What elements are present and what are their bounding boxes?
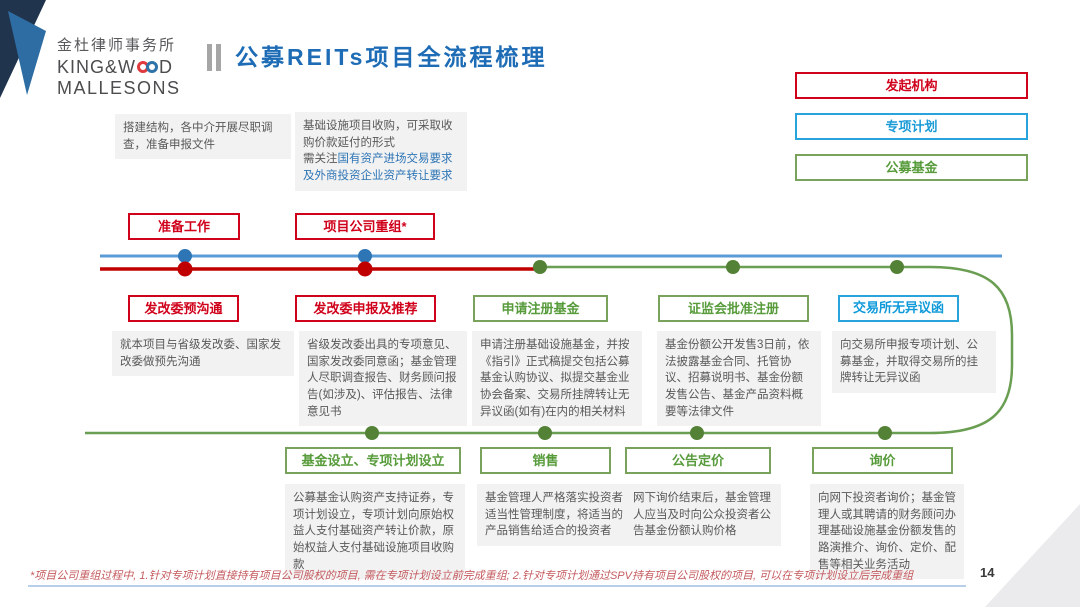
note-sales: 基金管理人严格落实投资者适当性管理制度，将适当的产品销售给适合的投资者 <box>477 484 631 547</box>
stage-price-announcement: 公告定价 <box>625 447 771 474</box>
note-restructuring: 基础设施项目收购，可采取收购价款延付的形式 需关注国有资产进场交易要求及外商投资… <box>295 112 467 191</box>
blue-milestone-dot <box>358 249 372 263</box>
legend-item-public-fund: 公募基金 <box>795 154 1028 181</box>
logo-blue-ring-icon <box>146 61 159 74</box>
note-fund-registration-application: 申请注册基础设施基金，并按《指引》正式稿提交包括公募基金认购协议、拟提交基金业协… <box>472 331 642 427</box>
blue-triangle-shape <box>8 11 46 95</box>
brand-name-chinese: 金杜律师事务所 <box>57 37 177 54</box>
page-title-block: 公募REITs项目全流程梳理 <box>207 44 547 71</box>
brand-name-english-line2: MALLESONS <box>57 78 181 99</box>
green-milestone-dot <box>690 426 704 440</box>
stage-sales: 销售 <box>480 447 611 474</box>
footnote: *项目公司重组过程中, 1.针对专项计划直接持有项目公司股权的项目, 需在专项计… <box>30 570 914 582</box>
note-price-announcement: 网下询价结束后，基金管理人应当及时向公众投资者公告基金份额认购价格 <box>625 484 781 547</box>
green-milestone-dot <box>365 426 379 440</box>
red-milestone-dot <box>177 261 193 277</box>
brand-name-en-part2: D <box>159 56 174 77</box>
brand-logo: 金杜律师事务所 KING&W D MALLESONS <box>57 37 181 99</box>
title-accent-bar-icon <box>216 44 221 71</box>
note-fund-and-plan-establishment: 公募基金认购资产支持证券，专项计划设立，专项计划向原始权益人支付基础资产转让价款… <box>285 484 465 580</box>
note-inquiry: 向网下投资者询价；基金管理人或其聘请的财务顾问办理基础设施基金份额发售的路演推介… <box>810 484 964 580</box>
note-preparation: 搭建结构，各中介开展尽职调查，准备申报文件 <box>115 114 291 160</box>
note-ndrc-precommunication: 就本项目与省级发改委、国家发改委做预先沟通 <box>112 331 294 377</box>
green-milestone-dot <box>890 260 904 274</box>
stage-ndrc-precommunication: 发改委预沟通 <box>128 295 239 322</box>
legend-item-sponsor: 发起机构 <box>795 72 1028 99</box>
note-restructuring-highlight: 国有资产进场交易要求及外商投资企业资产转让要求 <box>303 153 453 183</box>
note-restructuring-line2: 需关注 <box>303 153 338 166</box>
stage-csrc-approval: 证监会批准注册 <box>658 295 809 322</box>
stage-ndrc-filing: 发改委申报及推荐 <box>295 295 436 322</box>
stage-fund-and-plan-establishment: 基金设立、专项计划设立 <box>285 447 461 474</box>
brand-name-en-part1: KING&W <box>57 56 137 77</box>
stage-preparation: 准备工作 <box>128 213 240 240</box>
note-csrc-approval: 基金份额公开发售3日前，依法披露基金合同、托管协议、招募说明书、基金份额发售公告… <box>657 331 821 427</box>
page-number: 14 <box>980 565 995 580</box>
green-milestone-dot <box>533 260 547 274</box>
gray-triangle-shape <box>985 504 1080 607</box>
legend: 发起机构 专项计划 公募基金 <box>795 72 1028 195</box>
stage-inquiry: 询价 <box>812 447 953 474</box>
brand-name-english: KING&W D <box>57 56 181 78</box>
stage-fund-registration-application: 申请注册基金 <box>473 295 608 322</box>
green-milestone-dot <box>538 426 552 440</box>
legend-item-special-plan: 专项计划 <box>795 113 1028 140</box>
green-milestone-dot <box>878 426 892 440</box>
note-ndrc-filing: 省级发改委出具的专项意见、国家发改委同意函；基金管理人尽职调查报告、财务顾问报告… <box>299 331 467 427</box>
green-milestone-dot <box>726 260 740 274</box>
footer-divider <box>28 585 966 587</box>
title-accent-bar-icon <box>207 44 212 71</box>
navy-triangle-shape <box>0 0 46 98</box>
page-title: 公募REITs项目全流程梳理 <box>235 44 548 70</box>
stage-company-restructuring: 项目公司重组* <box>295 213 435 240</box>
red-milestone-dot <box>357 261 373 277</box>
note-restructuring-line1: 基础设施项目收购，可采取收购价款延付的形式 <box>303 120 453 149</box>
stage-exchange-no-objection: 交易所无异议函 <box>838 295 959 322</box>
blue-milestone-dot <box>178 249 192 263</box>
note-exchange-no-objection: 向交易所申报专项计划、公募基金，并取得交易所的挂牌转让无异议函 <box>832 331 996 394</box>
